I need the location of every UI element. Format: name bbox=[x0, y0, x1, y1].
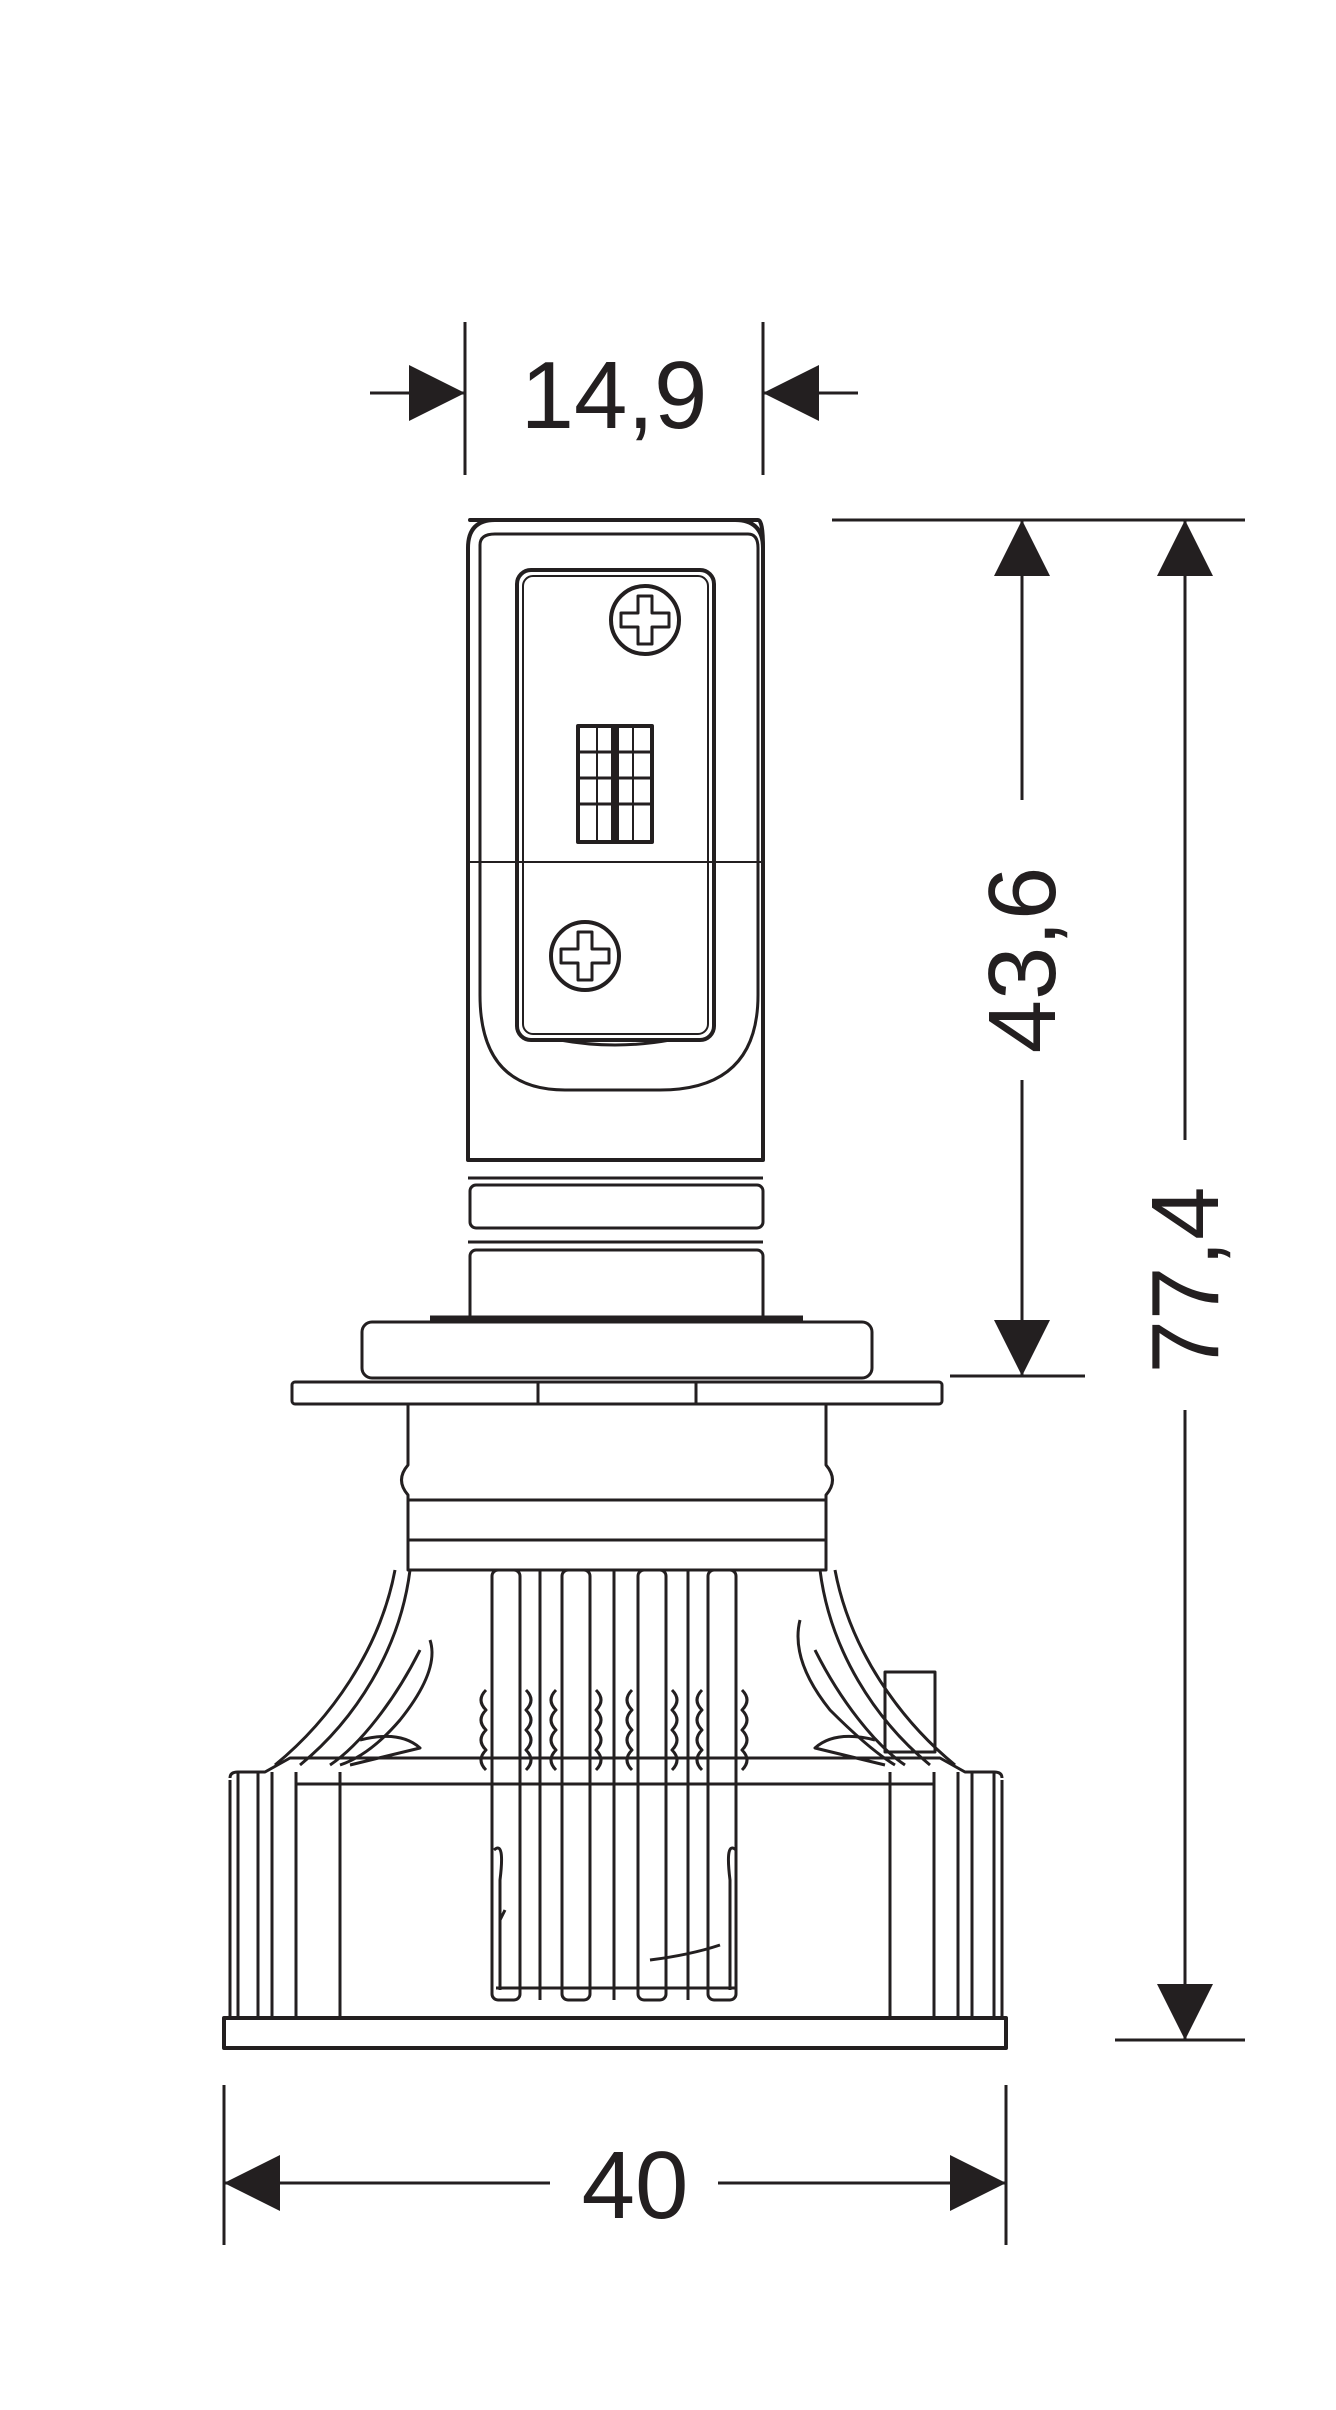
inner-height-label: 43,6 bbox=[969, 867, 1076, 1054]
cooling-fins bbox=[274, 1569, 956, 1767]
led-chip bbox=[576, 724, 654, 844]
total-height-dimension bbox=[1115, 520, 1245, 2042]
led-head bbox=[466, 518, 765, 1162]
top-width-label: 14,9 bbox=[521, 342, 708, 449]
neck-rings bbox=[430, 1176, 803, 1324]
top-width-dimension bbox=[370, 322, 858, 475]
screw-top-icon bbox=[609, 584, 681, 656]
base-width-dimension bbox=[222, 2085, 1008, 2245]
socket bbox=[400, 1404, 834, 1572]
collar bbox=[290, 1320, 944, 1406]
heatsink-body bbox=[222, 1756, 1008, 2050]
total-height-label: 77,4 bbox=[1132, 1187, 1239, 1374]
bulb-outline bbox=[222, 518, 1008, 2050]
base-width-label: 40 bbox=[582, 2132, 689, 2239]
screw-bottom-icon bbox=[549, 920, 621, 992]
